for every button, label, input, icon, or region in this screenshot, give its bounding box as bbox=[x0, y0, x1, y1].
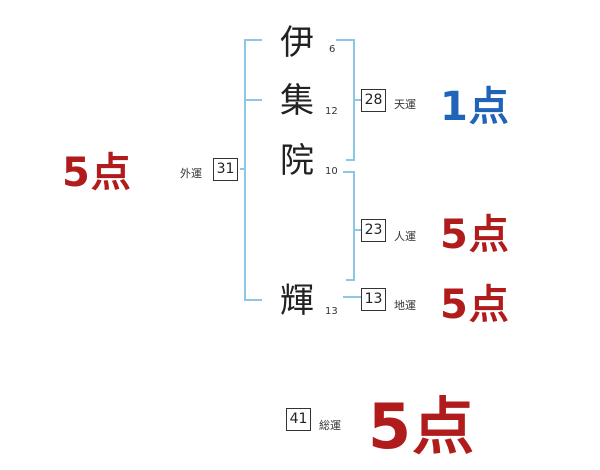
tenkaku-label: 天運 bbox=[394, 98, 416, 111]
gaikaku-score: 5点 bbox=[62, 150, 132, 196]
heaven-bracket bbox=[336, 39, 361, 161]
stroke-count-1: 6 bbox=[329, 44, 336, 55]
gaikaku-value: 31 bbox=[213, 158, 238, 181]
name-char-4: 輝 bbox=[280, 281, 314, 321]
name-char-2: 集 bbox=[280, 81, 314, 121]
soukaku-label: 総運 bbox=[319, 419, 341, 432]
name-char-1: 伊 bbox=[280, 23, 314, 63]
person-bracket bbox=[343, 171, 361, 281]
chikaku-label: 地運 bbox=[394, 299, 416, 312]
name-char-3: 院 bbox=[280, 141, 314, 181]
chikaku-value: 13 bbox=[361, 288, 386, 311]
tenkaku-score: 1点 bbox=[440, 84, 510, 130]
soukaku-value: 41 bbox=[286, 408, 311, 431]
jinkaku-label: 人運 bbox=[394, 230, 416, 243]
outer-bracket bbox=[240, 39, 262, 301]
soukaku-score: 5点 bbox=[368, 390, 476, 463]
stroke-count-3: 10 bbox=[325, 166, 338, 177]
jinkaku-score: 5点 bbox=[440, 212, 510, 258]
chikaku-score: 5点 bbox=[440, 282, 510, 328]
tenkaku-value: 28 bbox=[361, 89, 386, 112]
stroke-count-2: 12 bbox=[325, 106, 338, 117]
stroke-count-4: 13 bbox=[325, 306, 338, 317]
gaikaku-label: 外運 bbox=[180, 167, 202, 180]
jinkaku-value: 23 bbox=[361, 219, 386, 242]
